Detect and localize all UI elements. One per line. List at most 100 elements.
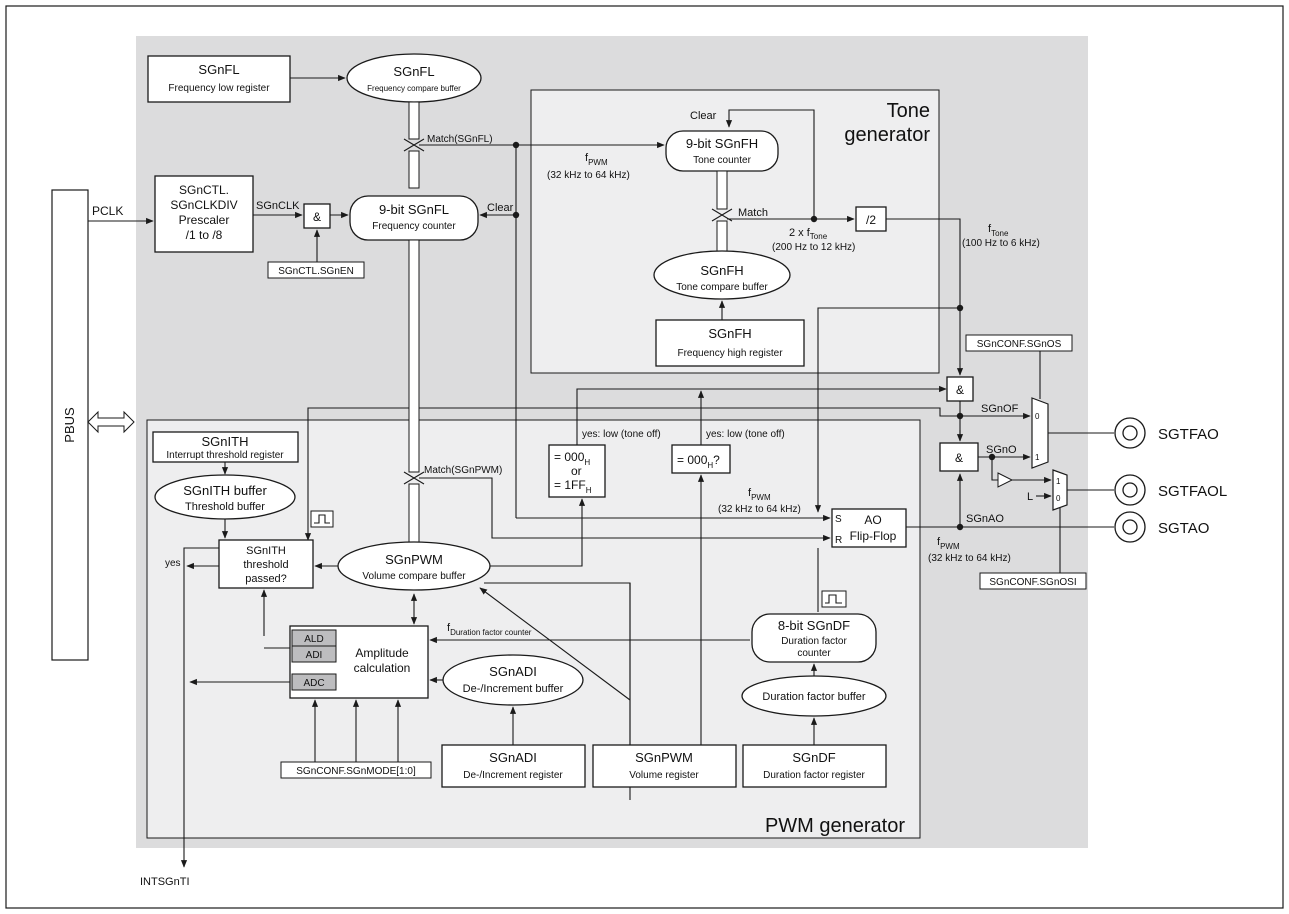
sgnfl-buffer-title: SGnFL — [393, 64, 434, 79]
fdur-label: fDuration factor counter — [447, 622, 532, 637]
volreg-to-buffer-path — [490, 582, 631, 745]
ftone-label: fTone — [988, 223, 1009, 238]
and-label-2: & — [956, 383, 964, 397]
pbus-connection-arrow — [87, 410, 135, 434]
sgnfl-register-title: SGnFL — [198, 62, 239, 77]
fl-compare-path-top — [408, 101, 420, 140]
ald-label: ALD — [304, 634, 323, 645]
sgnadi-register — [441, 744, 586, 788]
sgnfh-register-subtitle: Frequency high register — [677, 348, 783, 359]
threshold-compare — [218, 539, 314, 589]
amplitude-line1: Amplitude — [355, 646, 409, 660]
sgtfaol-pin-inner — [1122, 482, 1138, 498]
flipflop-title: AO — [864, 513, 881, 527]
sgnith-register-subtitle: Interrupt threshold register — [166, 450, 284, 461]
rising-edge-glyph — [314, 514, 330, 524]
threshold-line2: threshold — [243, 559, 288, 571]
junction-tone-match — [810, 215, 818, 223]
prescaler-line1: SGnCTL. — [179, 183, 229, 197]
prescaler-line4: /1 to /8 — [186, 228, 223, 242]
clock-enable-and-gate — [303, 203, 331, 229]
sgndf-register-subtitle: Duration factor register — [763, 770, 865, 781]
sgndf-register-title: SGnDF — [792, 750, 835, 765]
pwm-generator-label: PWM generator — [765, 815, 905, 837]
sgnosi-box — [979, 572, 1087, 590]
sgnof-label: SGnOF — [981, 403, 1019, 415]
ao-flip-flop — [831, 508, 907, 548]
tone-clear-line — [725, 109, 815, 219]
sgnadi-buffer-title: SGnADI — [489, 664, 537, 679]
match-pwm-line — [419, 477, 831, 542]
pwmbuf-to-cmp1-line — [490, 498, 586, 567]
cmp1-line1: = 000H — [554, 450, 590, 467]
both-edge-glyph — [825, 594, 842, 604]
match-fl-label: Match(SGnFL) — [427, 134, 493, 145]
sgnpwm-register-subtitle: Volume register — [629, 770, 699, 781]
both-edge-icon — [821, 590, 847, 608]
pwm-comparator-cross — [403, 471, 425, 485]
sgno-label: SGnO — [986, 444, 1017, 456]
duration-buffer-title: Duration factor buffer — [762, 691, 865, 703]
two-x-ftone-range: (200 Hz to 12 kHz) — [772, 242, 855, 253]
sgnfh-compare-buffer — [653, 250, 791, 300]
sgnen-box — [267, 261, 365, 279]
ff-s-label: S — [835, 514, 842, 525]
freq-counter-subtitle: Frequency counter — [372, 221, 456, 232]
yes-low-label-2: yes: low (tone off) — [706, 429, 785, 440]
cmp2-label: = 000H? — [677, 453, 720, 470]
sgnpwm-compare-buffer — [337, 541, 491, 591]
sgnadi-buffer-subtitle: De-/Increment buffer — [463, 683, 564, 695]
ftone-range: (100 Hz to 6 kHz) — [962, 238, 1040, 249]
pclk-label: PCLK — [92, 204, 123, 218]
tone-generator-label-line2: generator — [844, 124, 930, 146]
cmp1-out-line — [576, 385, 947, 445]
mux2-in0-label: 0 — [1056, 494, 1061, 503]
sgnao-label: SGnAO — [966, 513, 1004, 525]
l-label: L — [1027, 491, 1033, 503]
clear-label-tone: Clear — [690, 110, 717, 122]
mux1-in0-label: 0 — [1035, 412, 1040, 421]
sgnfl-register — [147, 55, 291, 103]
tone-counter-title: 9-bit SGnFH — [686, 136, 758, 151]
sgnith-register — [152, 431, 299, 463]
sgtao-pin-inner — [1122, 519, 1138, 535]
tone-generator-label-line1: Tone — [887, 100, 930, 122]
divide-by-two — [855, 206, 887, 232]
mux2-in1-label: 1 — [1056, 477, 1061, 486]
sgnpwm-buffer-subtitle: Volume compare buffer — [362, 571, 466, 582]
sgnfh-buffer-title: SGnFH — [700, 263, 743, 278]
sgtfaol-mux — [1052, 469, 1068, 511]
sgnfh-buffer-subtitle: Tone compare buffer — [676, 282, 768, 293]
mux1-in1-label: 1 — [1035, 453, 1040, 462]
sgnfl-buffer-subtitle: Frequency compare buffer — [367, 84, 461, 93]
sgnpwm-register-title: SGnPWM — [635, 750, 693, 765]
sgtfao-mux — [1031, 397, 1049, 469]
tone-compare-path-top — [716, 170, 728, 210]
pbus-label: PBUS — [62, 407, 77, 443]
sgno-inverter-feed — [991, 457, 998, 481]
sgno-and-gate — [939, 442, 979, 472]
fl-comparator-cross — [403, 138, 425, 152]
amplitude-line2: calculation — [354, 661, 411, 675]
duration-counter-subtitle2: counter — [797, 648, 831, 659]
duration-factor-counter — [751, 613, 877, 663]
threshold-line3: passed? — [245, 573, 287, 585]
prescaler-line2: SGnCLKDIV — [170, 198, 237, 212]
pwm-compare-path-bottom — [408, 483, 420, 543]
sgnen-label: SGnCTL.SGnEN — [278, 266, 354, 277]
sgnpwm-buffer-title: SGnPWM — [385, 552, 443, 567]
sgtfao-label: SGTFAO — [1158, 426, 1219, 443]
ftone-to-ff-line — [814, 307, 960, 513]
sgnadi-register-title: SGnADI — [489, 750, 537, 765]
fpwm-label-top: fPWM — [585, 152, 608, 167]
pbus-bar — [51, 189, 89, 661]
fpwm-range-top: (32 kHz to 64 kHz) — [547, 170, 630, 181]
sgnpwm-register — [592, 744, 737, 788]
volreg-diag-line — [479, 587, 631, 701]
prescaler-box — [154, 175, 254, 253]
sgtfao-pin-inner — [1122, 425, 1138, 441]
rising-edge-icon — [310, 510, 334, 528]
sgnith-buffer-subtitle: Threshold buffer — [185, 501, 265, 513]
sgnof-to-ith-line — [304, 407, 960, 541]
